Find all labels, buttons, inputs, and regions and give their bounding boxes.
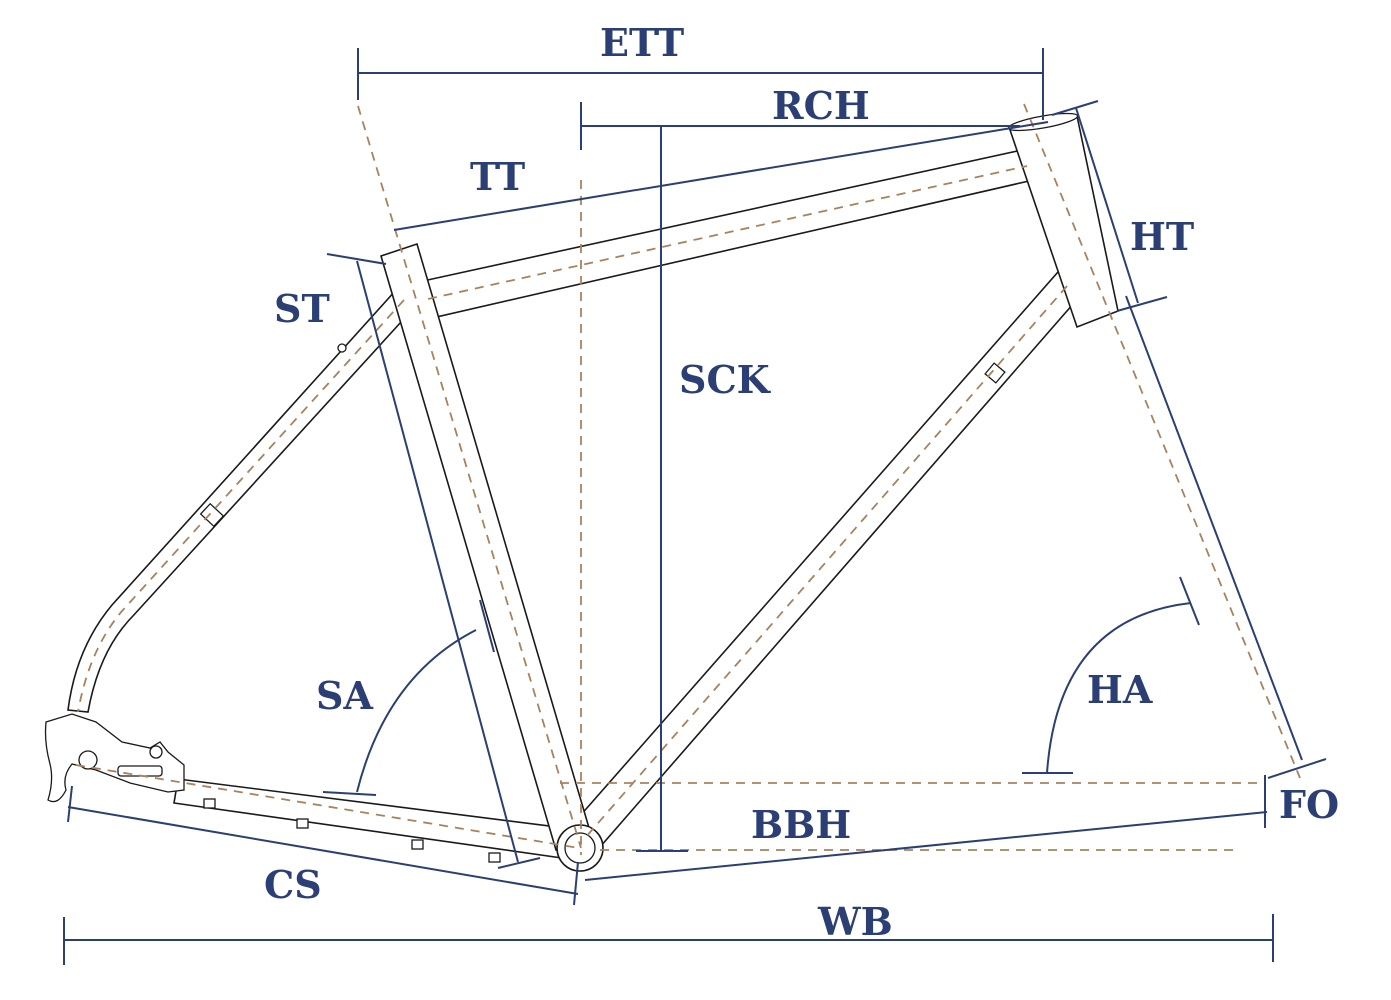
fo-dimension-line [1125,295,1303,761]
dropout-bolt [149,745,163,759]
tt-dimension-line [393,121,1049,231]
cs-dimension-line [67,806,579,895]
ht-tick-top [1051,100,1099,116]
fo-tick [1267,758,1327,779]
seat-stay-bridge [199,502,225,528]
bbh-label: BBH [751,802,852,847]
fo-label: FO [1279,782,1340,827]
seat-stay-centerline [77,299,405,713]
ht-tick-bottom [1116,296,1168,312]
chainstay-boss-2 [296,818,309,829]
st-dimension-line [356,260,519,863]
seat-tube [380,242,593,852]
seat-stay [67,289,413,713]
chainstay-boss-1 [203,798,216,809]
chainstay-centerline [75,764,580,849]
st-tick-top [326,253,387,265]
ha-angle-arc [1046,602,1192,774]
bottom-bracket-inner [564,832,596,864]
sa-tick-bottom [322,791,377,796]
sa-tick-top [479,599,495,653]
top-tube-centerline [427,165,1028,300]
sa-angle-arc [356,629,477,793]
dropout-brake-mount [117,765,163,777]
cs-tick-right [573,861,579,906]
down-tube [570,270,1082,849]
down-tube-fitting [984,362,1006,384]
ha-tick-top [1179,576,1200,626]
dropout-axle-hole [78,750,98,770]
down-tube-centerline [584,285,1068,839]
rch-label: RCH [772,83,870,128]
st-label: ST [274,286,330,331]
sck-label: SCK [679,357,770,402]
cs-label: CS [264,862,322,907]
cs-tick-left [67,785,73,823]
rear-dropout [44,713,185,803]
cs-tick-st [497,857,541,869]
ha-label: HA [1087,667,1153,712]
chainstay-boss-4 [488,852,501,863]
ht-label: HT [1130,214,1195,259]
ht-dimension-line [1075,107,1139,304]
tt-label: TT [470,154,526,199]
seat-stay-boss [337,343,347,353]
ett-label: ETT [600,20,685,65]
bbh-dimension-line [584,811,1268,881]
sa-label: SA [316,673,373,718]
dimension-lines [63,48,1327,965]
chainstay-boss-3 [411,839,424,850]
frame-outline [44,112,1119,872]
wb-label: WB [818,899,893,944]
